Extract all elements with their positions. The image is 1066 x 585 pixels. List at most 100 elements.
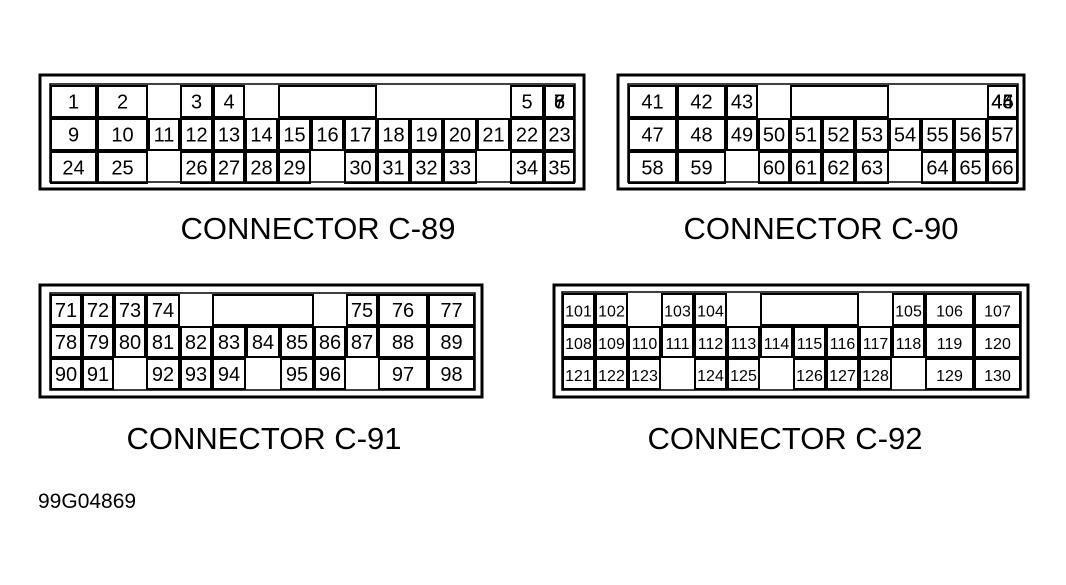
pin-number: 119 [937, 336, 963, 353]
pin-cavity: 79 [82, 326, 114, 358]
pin-cavity: 8 [544, 85, 575, 118]
pin-number: 83 [218, 332, 240, 354]
connector-outer-frame [552, 283, 1030, 399]
pin-cavity: 19 [410, 118, 443, 151]
pin-cavity: 14 [245, 118, 278, 151]
pin-box [595, 326, 628, 358]
pin-box [677, 85, 726, 118]
pin-box [50, 151, 97, 184]
pin-cavity: 109 [595, 326, 628, 358]
pin-box [727, 358, 760, 390]
pin-number: 78 [55, 332, 77, 354]
pin-cavity: 88 [378, 326, 428, 358]
pin-number: 108 [565, 336, 592, 353]
pin-box [628, 85, 677, 118]
pin-cavity: 91 [82, 358, 114, 390]
pin-number: 91 [87, 364, 109, 386]
pin-box [758, 151, 790, 184]
pin-box [97, 118, 148, 151]
pin-number: 105 [895, 304, 922, 321]
pin-box [510, 85, 544, 118]
pin-number: 28 [250, 158, 272, 180]
pin-cavity: 80 [114, 326, 146, 358]
pin-box [544, 151, 575, 184]
pin-cavity: 49 [726, 118, 758, 151]
pin-number: 59 [690, 158, 712, 180]
pin-box [727, 326, 760, 358]
pin-number: 27 [218, 158, 240, 180]
pin-box [114, 294, 146, 326]
pin-box [428, 358, 475, 390]
pin-cavity: 121 [562, 358, 595, 390]
pin-cavity: 106 [925, 293, 974, 326]
pin-box [212, 326, 246, 358]
pin-number: 122 [598, 368, 625, 385]
pin-box [921, 151, 954, 184]
connector-outer-frame [38, 283, 484, 399]
pin-cavity: 128 [859, 358, 892, 390]
pin-cavity: 29 [278, 151, 311, 184]
pin-cavity: 98 [428, 358, 475, 390]
pin-box [377, 118, 410, 151]
pin-number: 117 [863, 336, 889, 353]
pin-cavity: 65 [954, 151, 987, 184]
pin-number: 75 [351, 300, 373, 322]
pin-box [428, 326, 475, 358]
pin-cavity: 20 [443, 118, 477, 151]
pin-number: 3 [191, 92, 202, 114]
pin-number: 29 [283, 158, 305, 180]
pin-cavity: 86 [314, 326, 346, 358]
pin-number: 76 [392, 300, 414, 322]
pin-number: 48 [690, 125, 712, 147]
pin-cavity: 94 [212, 358, 246, 390]
pin-box [278, 151, 311, 184]
pin-cavity: 4 [213, 85, 245, 118]
pin-number: 96 [319, 364, 341, 386]
pin-box [410, 151, 443, 184]
pin-number: 93 [185, 364, 207, 386]
pin-cavity: 47 [628, 118, 677, 151]
pin-number: 90 [55, 364, 77, 386]
pin-number: 95 [286, 364, 308, 386]
pin-number: 12 [185, 125, 207, 147]
pin-cavity: 34 [510, 151, 544, 184]
pin-cavity: 26 [180, 151, 213, 184]
pin-number: 101 [565, 304, 592, 321]
pin-box [925, 326, 974, 358]
pin-cavity: 95 [280, 358, 314, 390]
pin-number: 118 [896, 336, 922, 353]
pin-cavity: 101 [562, 293, 595, 326]
pin-box [661, 293, 694, 326]
pin-cavity: 116 [826, 326, 859, 358]
pin-number: 88 [392, 332, 414, 354]
pin-cavity: 41 [628, 85, 677, 118]
pin-cavity: 56 [954, 118, 987, 151]
pin-number: 35 [548, 158, 570, 180]
pin-box [378, 326, 428, 358]
pin-number: 53 [861, 125, 883, 147]
pin-number: 20 [449, 125, 471, 147]
pin-box [822, 151, 855, 184]
pin-cavity: 105 [892, 293, 925, 326]
pin-number: 52 [827, 125, 849, 147]
pin-number: 44 [991, 92, 1013, 114]
pin-number: 51 [795, 125, 817, 147]
pin-number: 6 [554, 92, 565, 114]
pin-cavity: 60 [758, 151, 790, 184]
pin-box [726, 85, 758, 118]
pin-box [826, 326, 859, 358]
pin-number: 87 [351, 332, 373, 354]
pin-box [510, 118, 544, 151]
pin-cavity: 3 [180, 85, 213, 118]
pin-cavity: 62 [822, 151, 855, 184]
pin-number: 42 [690, 92, 712, 114]
pin-box [628, 151, 677, 184]
pin-number: 18 [382, 125, 404, 147]
pin-box [180, 358, 212, 390]
pin-cavity: 130 [974, 358, 1021, 390]
pin-number: 84 [252, 332, 274, 354]
pin-box [278, 118, 311, 151]
pin-cavity: 55 [921, 118, 954, 151]
